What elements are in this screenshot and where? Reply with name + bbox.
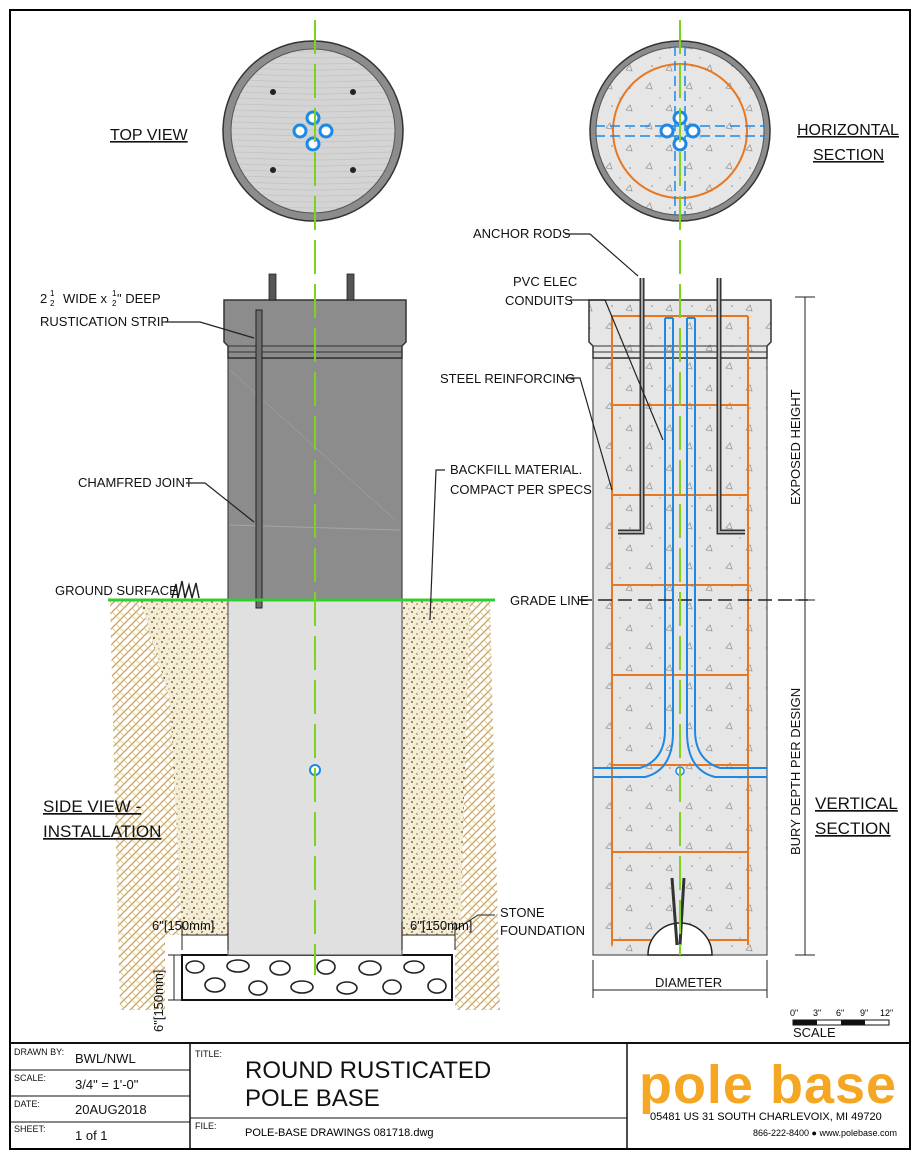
side-view-label-2: INSTALLATION (43, 822, 161, 841)
rustication-2: 2 (40, 291, 47, 306)
title-line-2: POLE BASE (245, 1085, 380, 1112)
scale-word: SCALE (793, 1025, 836, 1040)
side-view-label-1: SIDE VIEW - (43, 797, 141, 816)
scale-tick-6: 6" (836, 1008, 844, 1018)
sheet-value: 1 of 1 (75, 1128, 108, 1143)
bury-depth-label: BURY DEPTH PER DESIGN (788, 688, 803, 855)
rustication-label-2: " DEEP (117, 291, 161, 306)
stone-foundation-label-1: STONE (500, 905, 545, 920)
rustication-half-den: 2 (50, 299, 55, 308)
title-block (10, 1042, 910, 1149)
diameter-label: DIAMETER (655, 975, 722, 990)
scale-tick-9: 9" (860, 1008, 868, 1018)
sheet-border (9, 9, 911, 1150)
top-view-label: TOP VIEW (110, 127, 189, 144)
rustication-half-num: 1 (50, 289, 55, 298)
rustication-half-den-2: 2 (112, 299, 117, 308)
file-label: FILE: (195, 1121, 217, 1131)
sheet-label: SHEET: (14, 1124, 46, 1134)
rustication-half-num-2: 1 (112, 289, 117, 298)
pvc-conduits-label-2: CONDUITS (505, 293, 573, 308)
date-label: DATE: (14, 1099, 40, 1109)
horizontal-section-label-1: HORIZONTAL (797, 122, 899, 139)
file-value: POLE-BASE DRAWINGS 081718.dwg (245, 1127, 434, 1139)
rustication-strip (255, 309, 263, 609)
diameter-dimension (592, 960, 768, 998)
pvc-conduits-label-1: PVC ELEC (513, 274, 577, 289)
backfill-right (402, 600, 470, 935)
anchor-rods-label: ANCHOR RODS (473, 226, 571, 241)
backfill-label-2: COMPACT PER SPECS. (450, 482, 595, 497)
scale-tick-3: 3" (813, 1008, 821, 1018)
vertical-section (578, 278, 808, 956)
rustication-label-3: RUSTICATION STRIP (40, 314, 169, 329)
date-value: 20AUG2018 (75, 1102, 147, 1117)
vertical-dimensions (795, 296, 815, 956)
drawn-by-value: BWL/NWL (75, 1051, 136, 1066)
backfill-label-1: BACKFILL MATERIAL. (450, 462, 582, 477)
grass (171, 580, 200, 599)
anchor-rods-side (268, 273, 355, 301)
ground-surface-label: GROUND SURFACE (55, 583, 178, 598)
stone-foundation-label-2: FOUNDATION (500, 923, 585, 938)
dim-vertical: 6"[150mm] (151, 970, 166, 1032)
title-line-1: ROUND RUSTICATED (245, 1057, 491, 1084)
company-contact: 866-222-8400 ● www.polebase.com (753, 1128, 897, 1138)
steel-reinforcing-label: STEEL REINFORCING (440, 371, 575, 386)
scale-tick-12: 12" (880, 1008, 893, 1018)
rebar-cage (611, 315, 749, 945)
drawn-by-label: DRAWN BY: (14, 1047, 64, 1057)
scale-label: SCALE: (14, 1073, 46, 1083)
backfill-left (140, 600, 228, 935)
rustication-label-1: WIDE x (63, 291, 108, 306)
scale-tick-0: 0" (790, 1008, 798, 1018)
chamfered-joint-label: CHAMFRED JOINT (78, 475, 193, 490)
scale-bar (792, 1019, 890, 1026)
dimensions (168, 914, 495, 1001)
vertical-section-label-1: VERTICAL (815, 794, 898, 813)
grade-line-label: GRADE LINE (510, 593, 589, 608)
top-view (222, 40, 404, 222)
company-logo: pole base (639, 1055, 897, 1115)
exposed-height-label: EXPOSED HEIGHT (788, 389, 803, 505)
company-address: 05481 US 31 SOUTH CHARLEVOIX, MI 49720 (650, 1111, 882, 1123)
vertical-section-label-2: SECTION (815, 819, 891, 838)
horizontal-section-label-2: SECTION (813, 147, 884, 164)
title-label: TITLE: (195, 1049, 222, 1059)
conduits-section (593, 317, 767, 778)
dim-left: 6"[150mm] (152, 918, 214, 933)
scale-value: 3/4" = 1'-0" (75, 1077, 139, 1092)
dim-right: 6"[150mm] (410, 918, 472, 933)
